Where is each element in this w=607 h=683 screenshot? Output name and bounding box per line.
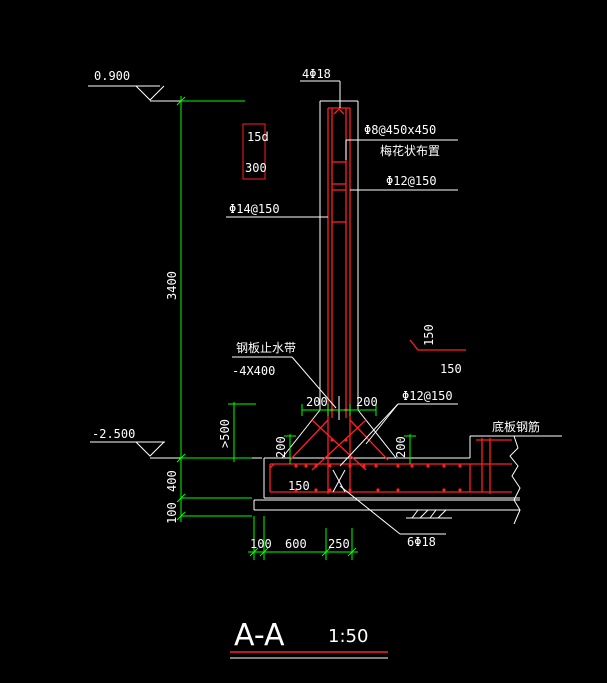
section-title: A-A bbox=[234, 618, 285, 653]
break-line bbox=[509, 435, 521, 525]
label-waterstop-size: -4X400 bbox=[232, 364, 275, 378]
haunch-dimensions bbox=[228, 402, 416, 464]
haunch-right-width: 200 bbox=[356, 395, 378, 409]
ground-hatch bbox=[406, 509, 452, 519]
leaders bbox=[226, 80, 562, 535]
base-hook-length: 150 bbox=[288, 479, 310, 493]
wall-height-value: 3400 bbox=[165, 271, 179, 300]
label-vertical-bars: Φ14@150 bbox=[229, 202, 280, 216]
label-base-bars: Φ12@150 bbox=[402, 389, 453, 403]
haunch-left-width: 200 bbox=[306, 395, 328, 409]
wall-height-dimension bbox=[176, 96, 252, 522]
elevation-bottom-label: -2.500 bbox=[92, 427, 135, 441]
wall-outline bbox=[281, 100, 397, 459]
anchorage-box bbox=[242, 123, 266, 180]
bottom-dim-3: 250 bbox=[328, 537, 350, 551]
label-tie-bars: Φ8@450x450 bbox=[364, 123, 436, 137]
elevation-top-label: 0.900 bbox=[94, 69, 130, 83]
anchorage-15d: 15d bbox=[247, 130, 269, 144]
anchorage-300: 300 bbox=[245, 161, 267, 175]
hook-horizontal-length: 150 bbox=[440, 362, 462, 376]
haunch-right-height: 200 bbox=[394, 436, 408, 458]
hook-detail bbox=[409, 339, 466, 351]
cushion-value: 100 bbox=[165, 502, 179, 524]
haunch-left-height: 200 bbox=[274, 436, 288, 458]
label-waterstop-name: 钢板止水带 bbox=[236, 341, 296, 355]
bottom-dim-2: 600 bbox=[285, 537, 307, 551]
embed-min: >500 bbox=[218, 419, 232, 448]
label-horizontal-bars: Φ12@150 bbox=[386, 174, 437, 188]
label-slab-reinforcement: 底板钢筋 bbox=[492, 419, 540, 434]
footing-rebar bbox=[269, 438, 512, 494]
label-tie-note: 梅花状布置 bbox=[380, 143, 440, 158]
section-scale: 1:50 bbox=[328, 626, 368, 647]
bottom-dim-1: 100 bbox=[250, 537, 272, 551]
hook-vertical-length: 150 bbox=[422, 324, 436, 346]
label-top-bars: 4Φ18 bbox=[302, 67, 331, 81]
label-bottom-bars: 6Φ18 bbox=[407, 535, 436, 549]
footing-rebar-dots bbox=[294, 408, 462, 492]
footing-depth-value: 400 bbox=[165, 470, 179, 492]
elevation-marker-bottom bbox=[90, 441, 165, 457]
bottom-dimensions bbox=[248, 516, 358, 560]
elevation-marker-top bbox=[88, 85, 165, 101]
